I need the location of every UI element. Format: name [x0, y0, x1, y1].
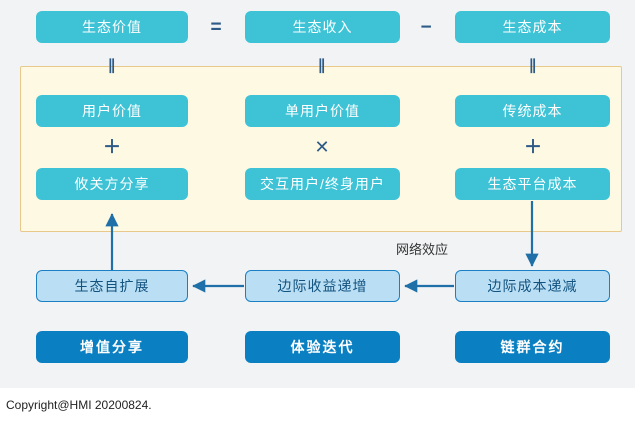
copyright-text: Copyright@HMI 20200824. — [6, 398, 152, 412]
node-eco-self-expansion[interactable]: 生态自扩展 — [36, 270, 188, 302]
node-increasing-marginal-revenue[interactable]: 边际收益递增 — [245, 270, 400, 302]
node-ecological-revenue[interactable]: 生态收入 — [245, 11, 400, 43]
node-per-user-value[interactable]: 单用户价值 — [245, 95, 400, 127]
node-ecological-value[interactable]: 生态价值 — [36, 11, 188, 43]
caption-network-effect: 网络效应 — [396, 242, 449, 257]
operator-equivalent-col3: ∥ — [528, 57, 538, 74]
node-user-value[interactable]: 用户价值 — [36, 95, 188, 127]
operator-equivalent-col1: ∥ — [107, 57, 117, 74]
operator-minus: − — [420, 17, 432, 38]
breakdown-panel — [20, 66, 622, 232]
node-traditional-cost[interactable]: 传统成本 — [455, 95, 610, 127]
operator-equals: = — [210, 17, 222, 38]
node-stakeholder-sharing[interactable]: 攸关方分享 — [36, 168, 188, 200]
node-value-added-sharing[interactable]: 增值分享 — [36, 331, 188, 363]
node-decreasing-marginal-cost[interactable]: 边际成本递减 — [455, 270, 610, 302]
node-experience-iteration[interactable]: 体验迭代 — [245, 331, 400, 363]
operator-plus-col3: ＋ — [524, 137, 542, 157]
node-eco-platform-cost[interactable]: 生态平台成本 — [455, 168, 610, 200]
operator-plus-col1: ＋ — [103, 137, 121, 157]
diagram-canvas: 生态价值 = 生态收入 − 生态成本 ∥ ∥ ∥ 用户价值 单用户价值 传统成本… — [0, 0, 635, 388]
node-chain-group-contract[interactable]: 链群合约 — [455, 331, 610, 363]
operator-multiply-col2: ✕ — [314, 137, 330, 157]
node-interactive-lifetime-users[interactable]: 交互用户/终身用户 — [245, 168, 400, 200]
operator-equivalent-col2: ∥ — [317, 57, 327, 74]
node-ecological-cost[interactable]: 生态成本 — [455, 11, 610, 43]
